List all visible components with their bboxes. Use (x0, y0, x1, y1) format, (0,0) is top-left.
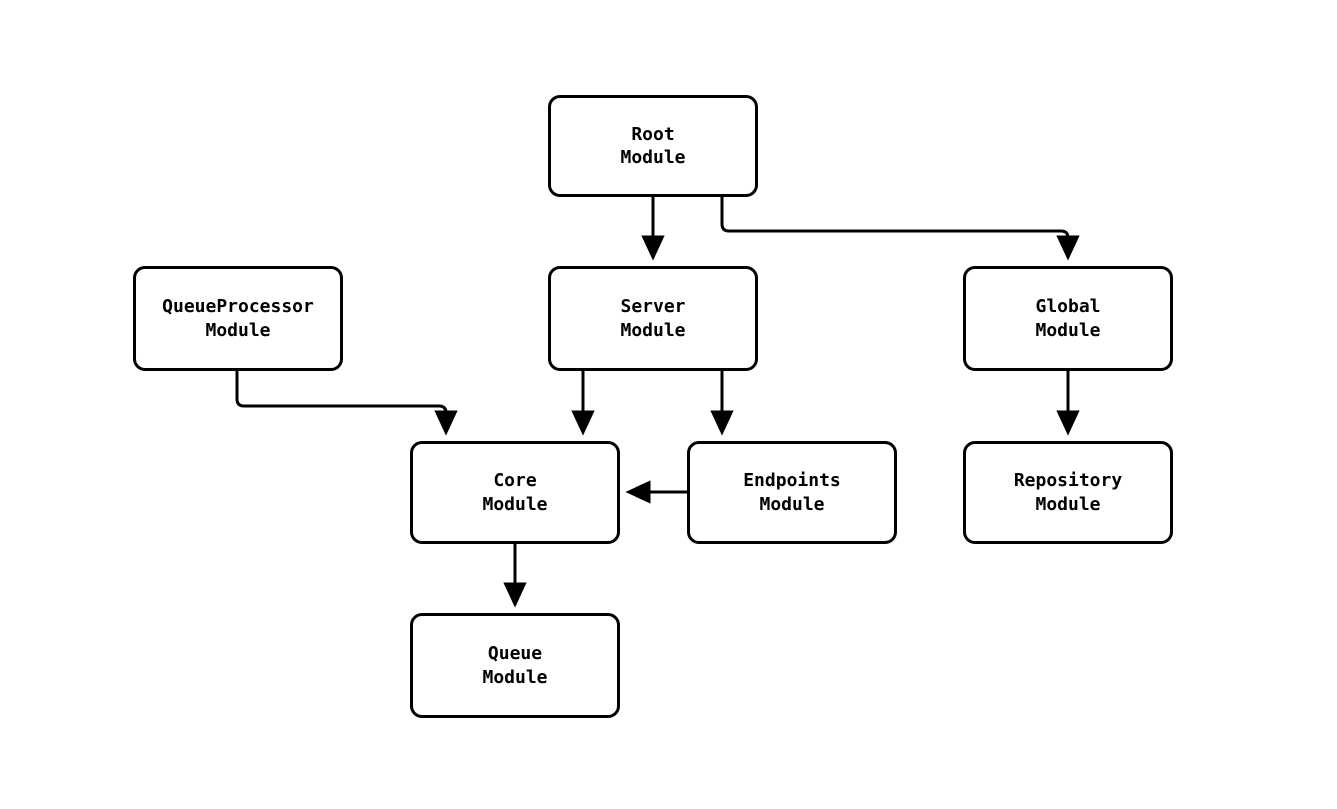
node-global-label-line2: Module (1035, 319, 1101, 341)
node-server[interactable]: Server Module (548, 266, 758, 371)
node-core[interactable]: Core Module (410, 441, 620, 544)
node-global[interactable]: Global Module (963, 266, 1173, 371)
node-endpoints[interactable]: Endpoints Module (687, 441, 897, 544)
node-server-label-line2: Module (620, 319, 686, 341)
node-queueprocessor[interactable]: QueueProcessor Module (133, 266, 343, 371)
node-core-label-line1: Core (493, 470, 537, 492)
node-queueprocessor-label-line1: QueueProcessor (162, 296, 314, 318)
node-root-label-line1: Root (631, 123, 675, 145)
node-endpoints-label-line1: Endpoints (743, 470, 841, 492)
node-global-label-line1: Global (1035, 296, 1101, 318)
node-root-label-line2: Module (620, 147, 686, 168)
node-repository[interactable]: Repository Module (963, 441, 1173, 544)
edge-root-to-global (720, 197, 1080, 261)
node-server-label-line1: Server (620, 296, 686, 318)
node-queue[interactable]: Queue Module (410, 613, 620, 718)
node-endpoints-label-line2: Module (759, 493, 825, 515)
node-repository-label-line2: Module (1035, 493, 1101, 515)
node-repository-label-line1: Repository (1013, 470, 1123, 492)
node-root[interactable]: Root Module (548, 95, 758, 197)
node-core-label-line2: Module (482, 493, 548, 515)
node-queueprocessor-label-line2: Module (205, 319, 271, 341)
node-queue-label-line2: Module (482, 666, 548, 688)
edge-queueprocessor-to-core (235, 371, 458, 436)
node-queue-label-line1: Queue (487, 643, 543, 665)
